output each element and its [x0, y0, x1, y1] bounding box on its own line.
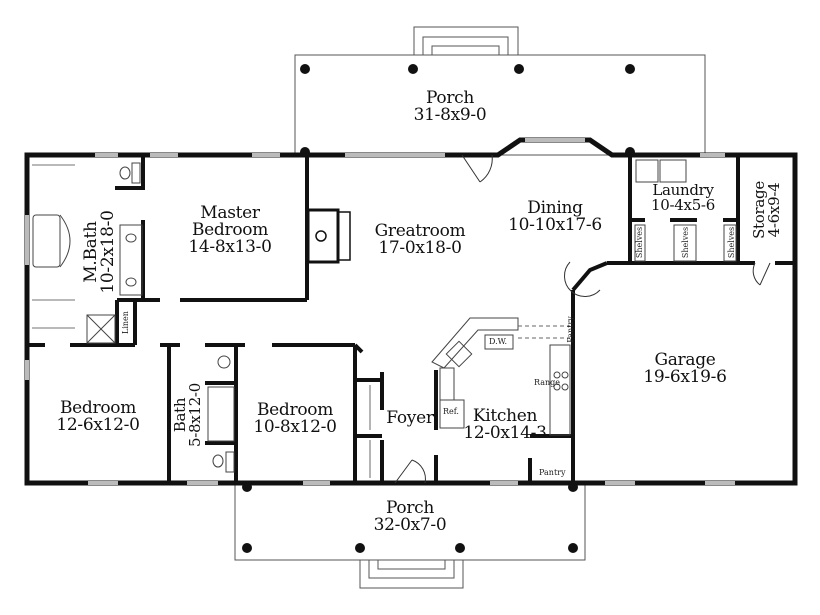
bath-fixtures: [207, 355, 235, 473]
room-dining: Dining 10-10x17-6: [495, 200, 615, 234]
room-dims: 14-8x13-0: [188, 237, 272, 257]
room-dims: 5-8x12-0: [186, 383, 204, 447]
linen-label: Linen: [120, 311, 130, 334]
room-dims: 31-8x9-0: [413, 105, 487, 125]
room-master-bedroom: Master Bedroom 14-8x13-0: [170, 205, 290, 256]
pantry-label-lower: Pantry: [539, 468, 566, 477]
room-bedroom-3: Bedroom 10-8x12-0: [235, 402, 355, 436]
pantry-label-upper: Pantry: [565, 316, 575, 343]
room-dims: 32-0x7-0: [373, 515, 447, 535]
room-dims: 10-4x5-6: [651, 196, 715, 214]
kitchen-cabinets: [431, 317, 571, 436]
interior-walls: [27, 155, 795, 483]
refrigerator-label: Ref.: [443, 407, 459, 416]
room-greatroom: Greatroom 17-0x18-0: [360, 223, 480, 257]
room-porch-front: Porch 32-0x7-0: [350, 500, 470, 534]
room-dims: 10-10x17-6: [508, 215, 602, 235]
corner-posts: [242, 147, 635, 492]
room-name: Bedroom: [256, 400, 334, 420]
room-dims: 10-8x12-0: [253, 417, 337, 437]
room-dims: 12-0x14-3: [463, 423, 547, 443]
room-name: Porch: [385, 498, 435, 518]
room-bedroom-2: Bedroom 12-6x12-0: [38, 400, 158, 434]
room-dims: 17-0x18-0: [378, 238, 462, 258]
room-name: Garage: [654, 350, 716, 370]
laundry-fixtures: [634, 159, 737, 262]
master-bath-fixtures: [32, 162, 143, 344]
rear-porch-columns: [300, 64, 635, 74]
room-name: Porch: [425, 88, 475, 108]
range-label: Range: [534, 378, 560, 387]
room-dims: 19-6x19-6: [643, 367, 727, 387]
room-bath: Bath 5-8x12-0: [171, 370, 204, 460]
kitchen-dashed: [518, 325, 570, 339]
room-foyer: Foyer: [385, 410, 435, 427]
room-dims: 10-2x18-0: [98, 210, 118, 294]
shelves-label-3: Shelves: [727, 226, 737, 259]
shelves-label-1: Shelves: [635, 226, 645, 259]
room-porch-rear: Porch 31-8x9-0: [390, 90, 510, 124]
room-garage: Garage 19-6x19-6: [625, 352, 745, 386]
room-name: Laundry: [652, 181, 714, 199]
room-dims: 12-6x12-0: [56, 415, 140, 435]
room-kitchen: Kitchen 12-0x14-3: [450, 408, 560, 442]
room-name: Foyer: [386, 408, 434, 428]
room-laundry: Laundry 10-4x5-6: [628, 183, 738, 213]
front-porch-columns: [242, 543, 578, 553]
fireplace: [306, 208, 351, 264]
room-name-line1: Master: [200, 203, 260, 223]
windows: [25, 138, 735, 485]
room-master-bath: M.Bath 10-2x18-0: [81, 192, 118, 312]
room-name-line2: Bedroom: [191, 220, 269, 240]
room-name: Greatroom: [374, 221, 466, 241]
room-name: Bedroom: [59, 398, 137, 418]
dishwasher-label: D.W.: [489, 337, 508, 346]
closet-rods: [32, 164, 371, 478]
room-name: Dining: [527, 198, 583, 218]
shelves-label-2: Shelves: [681, 226, 691, 259]
room-storage: Storage 4-6x9-4: [750, 155, 783, 265]
room-name: Kitchen: [472, 406, 538, 426]
doors: [394, 154, 771, 484]
room-dims: 4-6x9-4: [765, 182, 783, 238]
